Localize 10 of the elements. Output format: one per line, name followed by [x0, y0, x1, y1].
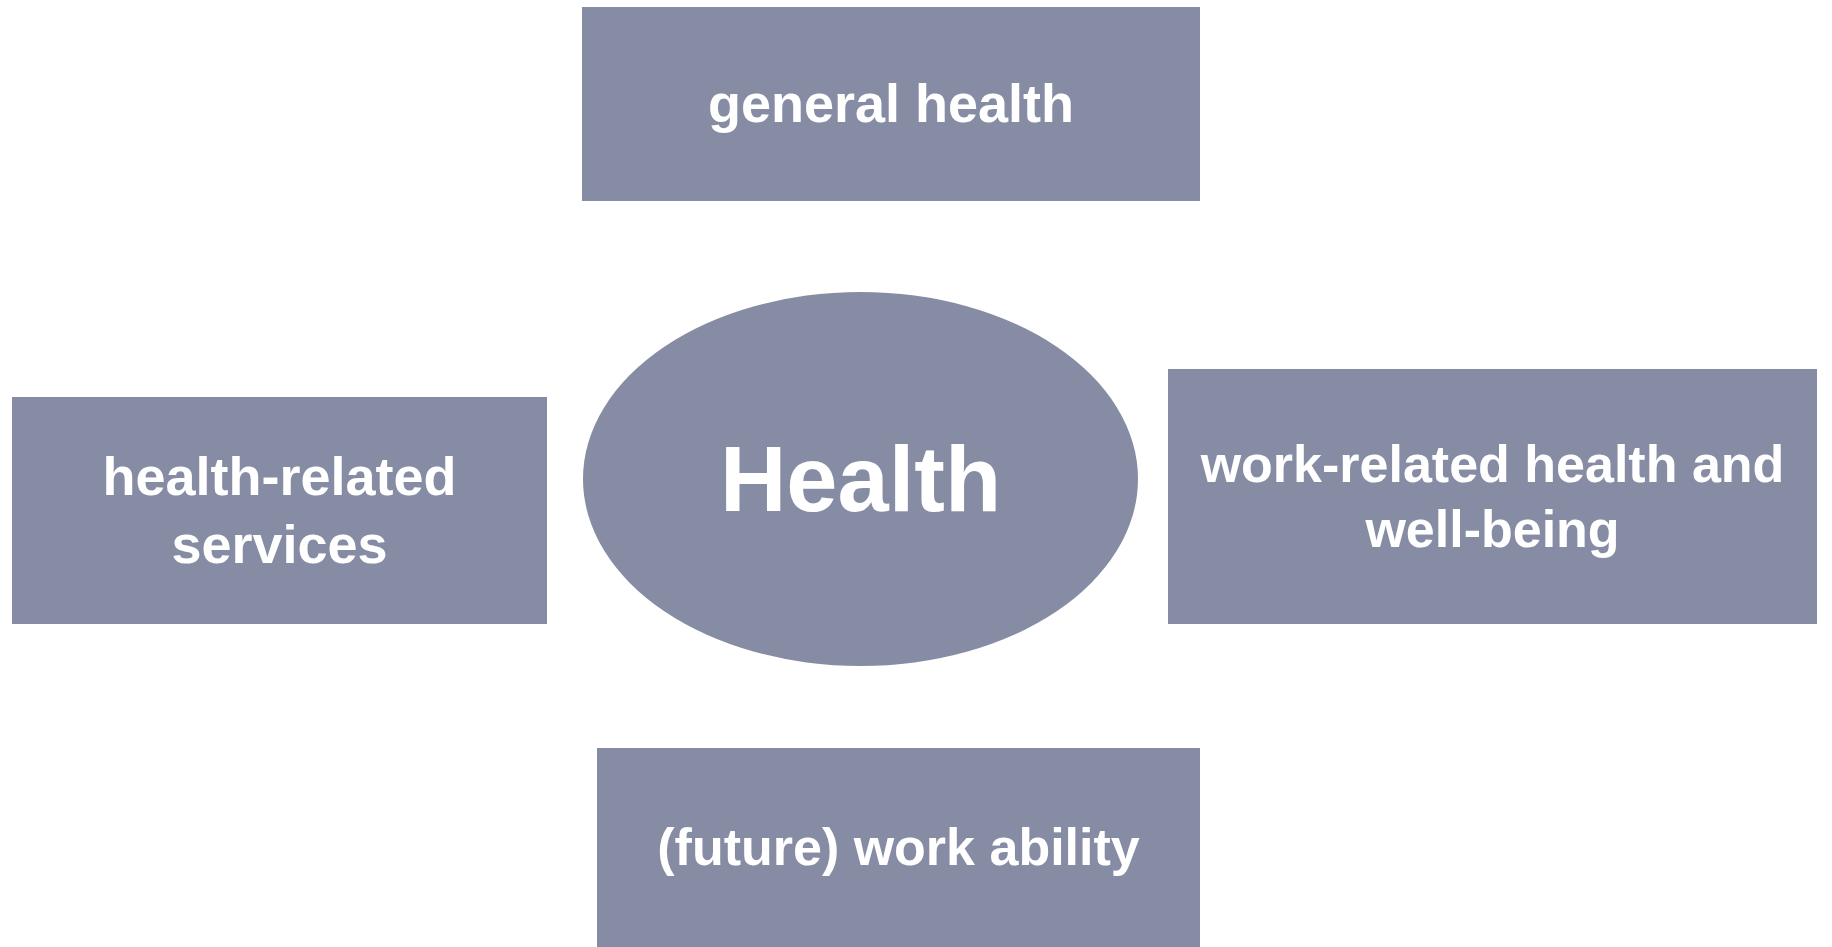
topic-box: [597, 748, 1200, 947]
topic-box: [582, 7, 1200, 201]
node-label: general health: [707, 72, 1075, 136]
node-label: health-related services: [101, 445, 458, 576]
node-label: work-related health and well-being: [1199, 433, 1786, 560]
topic-box: [12, 397, 547, 624]
central-ellipse: [582, 291, 1139, 667]
topic-box: [1168, 369, 1817, 624]
node-label: Health: [719, 426, 1002, 532]
node-label: (future) work ability: [657, 817, 1140, 878]
